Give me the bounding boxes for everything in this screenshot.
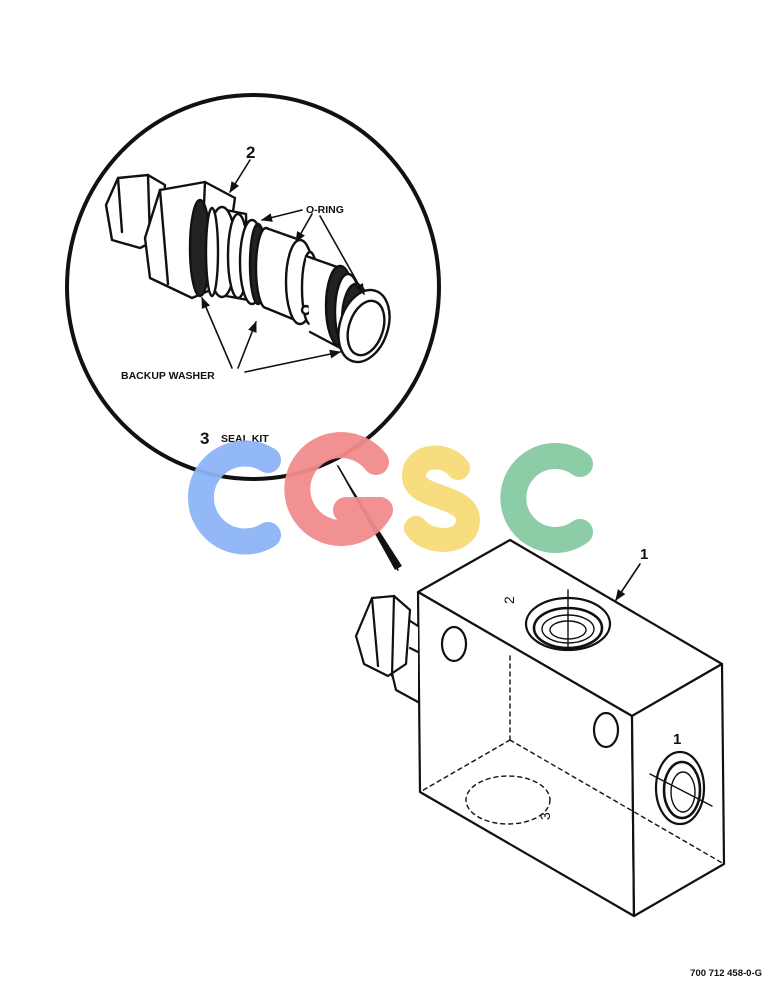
backup-leader-3 [244,349,342,373]
oring-leader-1 [260,209,303,222]
port3-label: 3 [537,812,553,820]
watermark-letter-c2 [500,443,593,553]
valve-block [354,538,726,918]
watermark-letter-c1 [188,440,281,555]
mount-hole-right [592,711,620,749]
cgsc-watermark [188,432,593,555]
item1-label: 1 [640,546,648,563]
backup-washer-label: BACKUP WASHER [121,370,215,382]
detail-inset: 2 O-RING BACKUP WASHER 3 SEAL KIT [65,93,441,481]
oring-leader-3 [319,215,365,295]
detail-circle [65,93,441,481]
figure-code: 700 712 458-0-G [690,968,762,979]
oring-leader-2 [295,213,313,243]
port1-label: 1 [673,731,681,748]
watermark-letter-s [401,445,481,552]
item2-leader [229,159,251,193]
watermark-letter-g [284,432,393,547]
item1-leader [615,563,641,601]
port1-threaded [649,750,713,826]
port2-threaded [524,589,612,652]
mount-hole-left [440,625,468,663]
backup-leader-2 [237,320,257,369]
installed-cartridge [354,594,420,704]
oring-label: O-RING [306,204,344,216]
cartridge-valve [104,173,391,364]
item3-number: 3 [200,429,209,448]
port2-label: 2 [501,596,517,604]
item2-label: 2 [246,143,255,162]
backup-leader-1 [201,296,233,369]
